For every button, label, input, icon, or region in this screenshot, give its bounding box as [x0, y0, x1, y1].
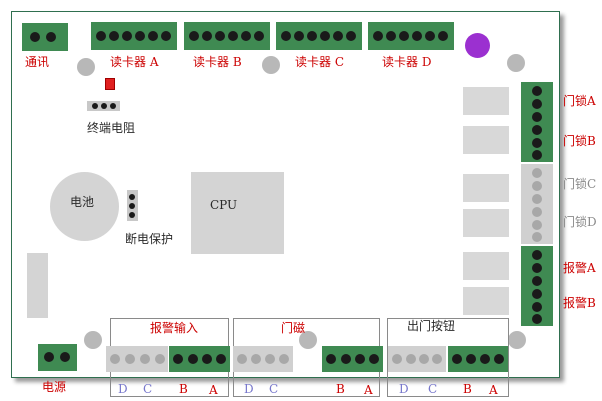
lock-ab-terminal[interactable]: [521, 82, 553, 162]
mounting-hole-icon: [84, 331, 102, 349]
exit-button-label: 出门按钮: [407, 319, 456, 333]
termination-led-icon: [105, 78, 115, 90]
cpu-chip: [191, 172, 284, 254]
power-label: 电源: [42, 380, 67, 394]
mounting-hole-icon: [299, 331, 317, 349]
power-fail-jumper[interactable]: [127, 190, 138, 221]
comm-terminal[interactable]: [22, 23, 68, 51]
relay-5: [463, 252, 509, 280]
relay-2: [463, 126, 509, 154]
alarm-input-ba-terminal[interactable]: [169, 346, 230, 372]
alarm-input-channel-c: C: [143, 382, 153, 396]
mounting-hole-icon: [77, 58, 95, 76]
door-sensor-channel-c: C: [269, 382, 279, 396]
alarm-b-label: 报警B: [563, 296, 596, 310]
mounting-hole-icon: [507, 54, 525, 72]
relay-1: [463, 87, 509, 115]
status-indicator-icon: [465, 33, 490, 58]
power-fail-protect-label: 断电保护: [125, 232, 174, 246]
alarm-input-dc-terminal: [106, 346, 168, 372]
alarm-input-channel-a: A: [209, 383, 218, 397]
reader-d-terminal[interactable]: [368, 22, 454, 50]
relay-3: [463, 174, 509, 202]
door-sensor-channel-b: B: [336, 382, 345, 396]
lock-cd-terminal: [521, 164, 553, 244]
reader-b-terminal[interactable]: [184, 22, 270, 50]
relay-4: [463, 209, 509, 237]
reader-d-label: 读卡器 D: [382, 55, 432, 69]
termination-resistor-label: 终端电阻: [87, 121, 136, 135]
door-sensor-dc-terminal: [233, 346, 293, 372]
alarm-input-channel-b: B: [179, 382, 188, 396]
battery-label: 电池: [70, 195, 95, 209]
exit-button-dc-terminal: [388, 346, 446, 372]
lock-d-label: 门锁D: [563, 215, 597, 229]
door-sensor-label: 门磁: [281, 321, 306, 335]
exit-button-group: [387, 318, 509, 397]
reader-a-label: 读卡器 A: [110, 55, 159, 69]
door-sensor-ba-terminal[interactable]: [322, 346, 383, 372]
reader-b-label: 读卡器 B: [193, 55, 242, 69]
exit-button-channel-b: B: [463, 382, 472, 396]
reader-c-terminal[interactable]: [276, 22, 362, 50]
battery-icon: [50, 172, 119, 241]
comm-label: 通讯: [25, 55, 50, 69]
alarm-input-label: 报警输入: [150, 321, 199, 335]
relay-6: [463, 287, 509, 315]
alarm-ab-terminal[interactable]: [521, 246, 553, 326]
reader-a-terminal[interactable]: [91, 22, 177, 50]
termination-jumper[interactable]: [87, 101, 120, 111]
door-sensor-channel-a: A: [364, 383, 373, 397]
mounting-hole-icon: [262, 56, 280, 74]
mounting-hole-icon: [508, 331, 526, 349]
alarm-a-label: 报警A: [563, 261, 596, 275]
lock-c-label: 门锁C: [563, 177, 597, 191]
door-sensor-channel-d: D: [244, 382, 254, 396]
exit-button-channel-c: C: [428, 382, 438, 396]
alarm-input-channel-d: D: [118, 382, 128, 396]
exit-button-channel-d: D: [399, 382, 409, 396]
power-terminal[interactable]: [38, 344, 77, 371]
lock-b-label: 门锁B: [563, 134, 596, 148]
lock-a-label: 门锁A: [563, 94, 596, 108]
reader-c-label: 读卡器 C: [295, 55, 344, 69]
cpu-label: CPU: [210, 198, 238, 212]
exit-button-channel-a: A: [489, 383, 498, 397]
exit-button-ba-terminal[interactable]: [448, 346, 508, 372]
left-component: [27, 253, 48, 318]
